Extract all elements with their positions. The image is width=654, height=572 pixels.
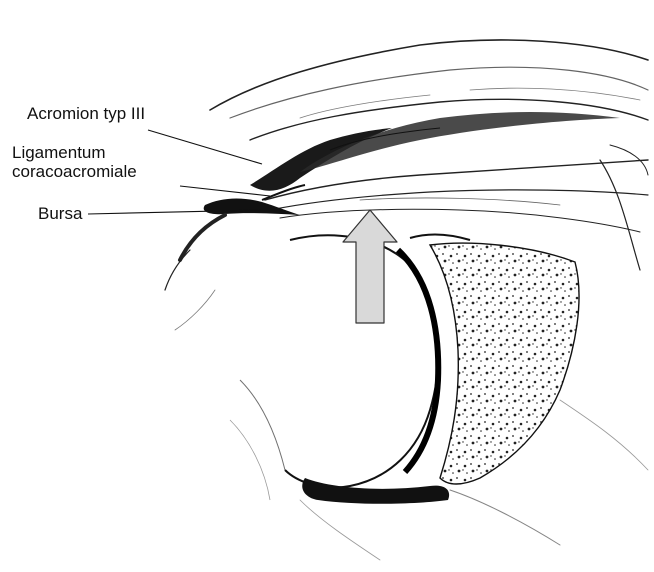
upward-arrow-icon [343,210,397,323]
label-acromion: Acromion typ III [27,104,145,123]
humeral-head [230,235,449,503]
ligament-band [265,160,648,232]
coracoid-area [165,215,225,330]
label-ligament-line2: coracoacromiale [12,162,137,181]
label-ligament-line1: Ligamentum [12,143,137,162]
label-bursa: Bursa [38,204,82,223]
label-ligament: Ligamentum coracoacromiale [12,143,137,181]
acromion [250,112,620,191]
